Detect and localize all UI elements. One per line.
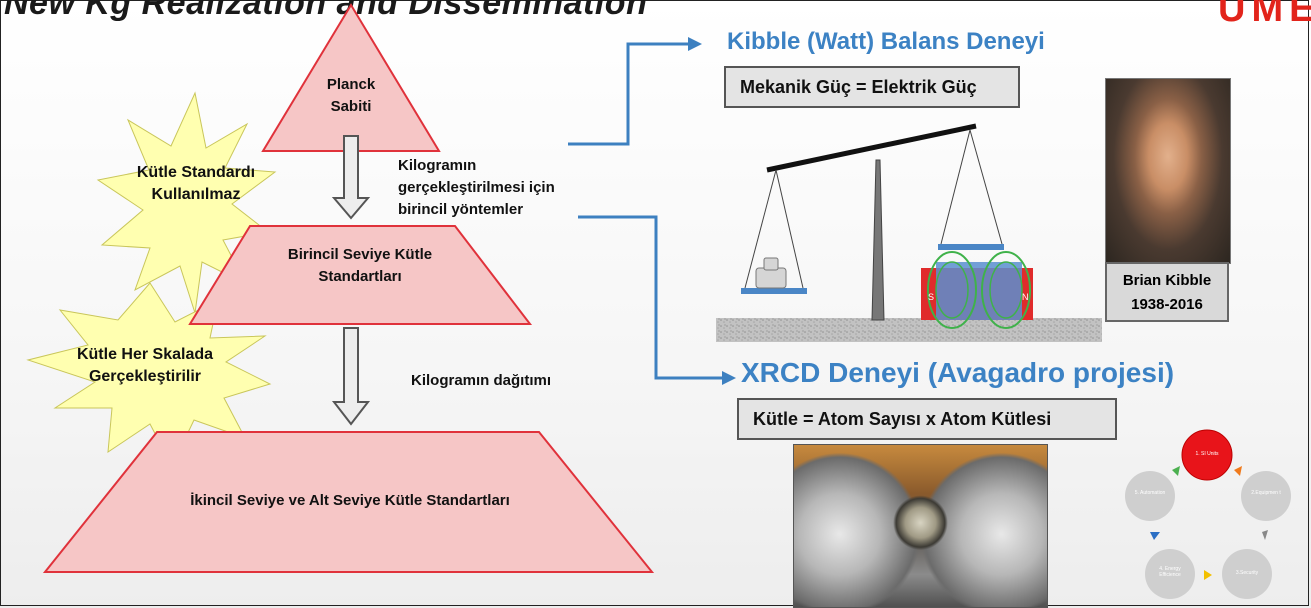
kibble-name: Brian Kibble (1122, 272, 1212, 289)
cycle-node-5 (1125, 471, 1175, 521)
cycle-label-4: 4. Energy Efficience (1159, 566, 1181, 578)
magnet-s-label: S (928, 292, 934, 302)
si-cycle-diagram (1125, 429, 1291, 599)
cycle-label-1: 1. SI Units (1195, 451, 1219, 457)
xrcd-title: XRCD Deneyi (Avagadro projesi) (741, 357, 1175, 388)
ume-logo: UME (1218, 0, 1311, 30)
cycle-node-3 (1222, 549, 1272, 599)
down-arrow-2 (331, 327, 371, 426)
blue-arrow-kibble (568, 37, 702, 146)
primary-standards-label: Birincil Seviye Kütle Standartları (287, 246, 433, 285)
kibble-balance-illustration (716, 123, 1102, 342)
starburst-2-label: Kütle Her Skalada Gerçekleştirilir (76, 346, 214, 385)
cycle-label-5: 5. Automation (1134, 490, 1166, 496)
cycle-label-3: 3.Security (1235, 570, 1259, 576)
secondary-standards-label: İkincil Seviye ve Alt Seviye Kütle Stand… (190, 492, 510, 509)
blue-arrow-xrcd (578, 215, 736, 385)
dissemination-text: Kilogramın dağıtımı (411, 372, 552, 389)
slide-title: New Kg Realization and Dissemination (4, 0, 648, 22)
brian-kibble-photo (1105, 78, 1231, 264)
kibble-equation: Mekanik Güç = Elektrik Güç (724, 66, 1020, 108)
planck-label: Planck Sabiti (326, 76, 376, 115)
kibble-title: Kibble (Watt) Balans Deneyi (727, 28, 1045, 55)
kibble-years: 1938-2016 (1131, 296, 1203, 313)
magnet-n-label: N (1022, 292, 1029, 302)
primary-trapezoid (188, 225, 533, 325)
cycle-node-4 (1145, 549, 1195, 599)
primary-methods-text: Kilogramın gerçekleştirilmesi için birin… (398, 157, 555, 218)
cycle-node-1 (1181, 429, 1233, 481)
secondary-trapezoid (42, 431, 655, 573)
starburst-1-label: Kütle Standardı Kullanılmaz (136, 164, 256, 203)
cycle-node-2 (1241, 471, 1291, 521)
cycle-label-2: 2.Equipmen t (1251, 490, 1281, 496)
down-arrow-1 (331, 135, 371, 220)
kibble-namebox: Brian Kibble 1938-2016 (1105, 262, 1229, 322)
xrcd-equation: Kütle = Atom Sayısı x Atom Kütlesi (737, 398, 1117, 440)
xrcd-apparatus-photo (793, 444, 1048, 608)
